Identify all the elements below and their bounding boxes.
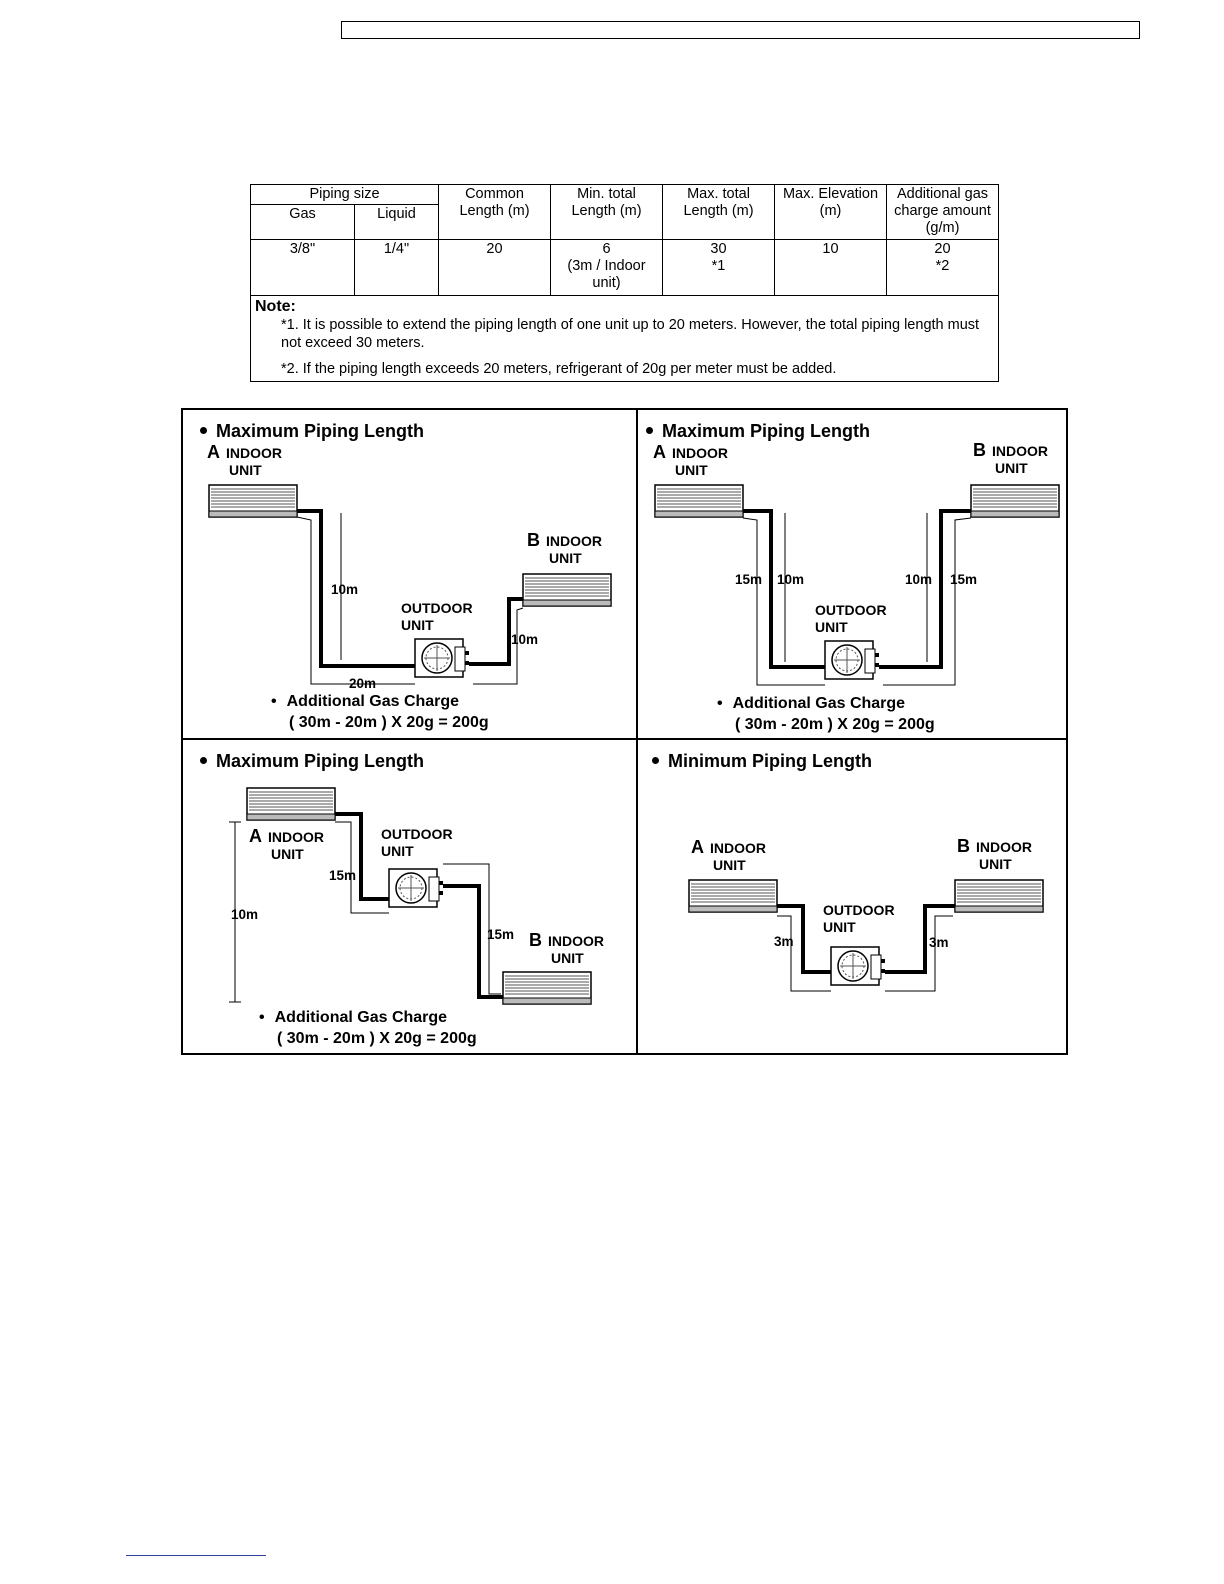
cell-max-elevation: 10 <box>774 239 887 296</box>
note-1: *1. It is possible to extend the piping … <box>281 317 980 351</box>
cell-min-total-length: 6 (3m / Indoor unit) <box>550 239 663 296</box>
panel1-dim-horizontal: 20m <box>349 676 377 691</box>
divider-horizontal <box>183 738 1066 740</box>
diagram-drawings <box>208 484 1060 1005</box>
header-gas: Gas <box>250 204 355 240</box>
bullet-dot-icon <box>200 756 207 764</box>
header-max-total-length: Max. total Length (m) <box>662 184 775 240</box>
bullet-dot-icon <box>646 426 653 434</box>
header-common-length: Common Length (m) <box>438 184 551 240</box>
cell-max-total-length: 30 *1 <box>662 239 775 296</box>
panel3-title: Maximum Piping Length <box>200 751 424 772</box>
header-min-total-length: Min. total Length (m) <box>550 184 663 240</box>
cell-gas: 3/8" <box>250 239 355 296</box>
panel3-dim-right: 15m <box>487 927 515 942</box>
note-2: *2. If the piping length exceeds 20 mete… <box>281 361 837 377</box>
panel3-dim-left: 15m <box>329 868 357 883</box>
panel1-title: Maximum Piping Length <box>200 421 424 442</box>
panel2-dim-right-inner: 10m <box>905 572 933 587</box>
panel4-title: Minimum Piping Length <box>652 751 872 772</box>
bullet-dot-icon <box>652 756 659 764</box>
panel4-dim-right: 3m <box>929 935 949 950</box>
note-cell: Note: *1. It is possible to extend the p… <box>250 295 999 382</box>
header-max-elevation: Max. Elevation (m) <box>774 184 887 240</box>
bullet-dot-icon <box>200 426 207 434</box>
panel3-dim-elevation: 10m <box>231 907 259 922</box>
panel4-dim-left: 3m <box>774 934 794 949</box>
header-box <box>341 21 1140 39</box>
panel2-title: Maximum Piping Length <box>646 421 870 442</box>
cell-additional-gas: 20 *2 <box>886 239 999 296</box>
header-liquid: Liquid <box>354 204 439 240</box>
header-piping-size: Piping size <box>250 184 439 205</box>
panel2-dim-right-outer: 15m <box>950 572 978 587</box>
cell-common-length: 20 <box>438 239 551 296</box>
panel1-charge: •Additional Gas Charge( 30m - 20m ) X 20… <box>271 693 489 731</box>
panel2-dim-left-inner: 10m <box>777 572 805 587</box>
panel2-charge: •Additional Gas Charge( 30m - 20m ) X 20… <box>717 695 935 733</box>
note-title: Note: <box>255 298 296 315</box>
cell-liquid: 1/4" <box>354 239 439 296</box>
piping-spec-table: Piping size Common Length (m) Min. total… <box>250 184 999 382</box>
panel1-dim-right: 10m <box>511 632 539 647</box>
panel1-dim-vertical: 10m <box>331 582 359 597</box>
divider-vertical <box>636 410 638 1053</box>
footer-link-line <box>126 1555 266 1556</box>
panel3-charge: •Additional Gas Charge( 30m - 20m ) X 20… <box>259 1009 477 1047</box>
panel2-dim-left-outer: 15m <box>735 572 763 587</box>
header-additional-gas: Additional gas charge amount (g/m) <box>886 184 999 240</box>
